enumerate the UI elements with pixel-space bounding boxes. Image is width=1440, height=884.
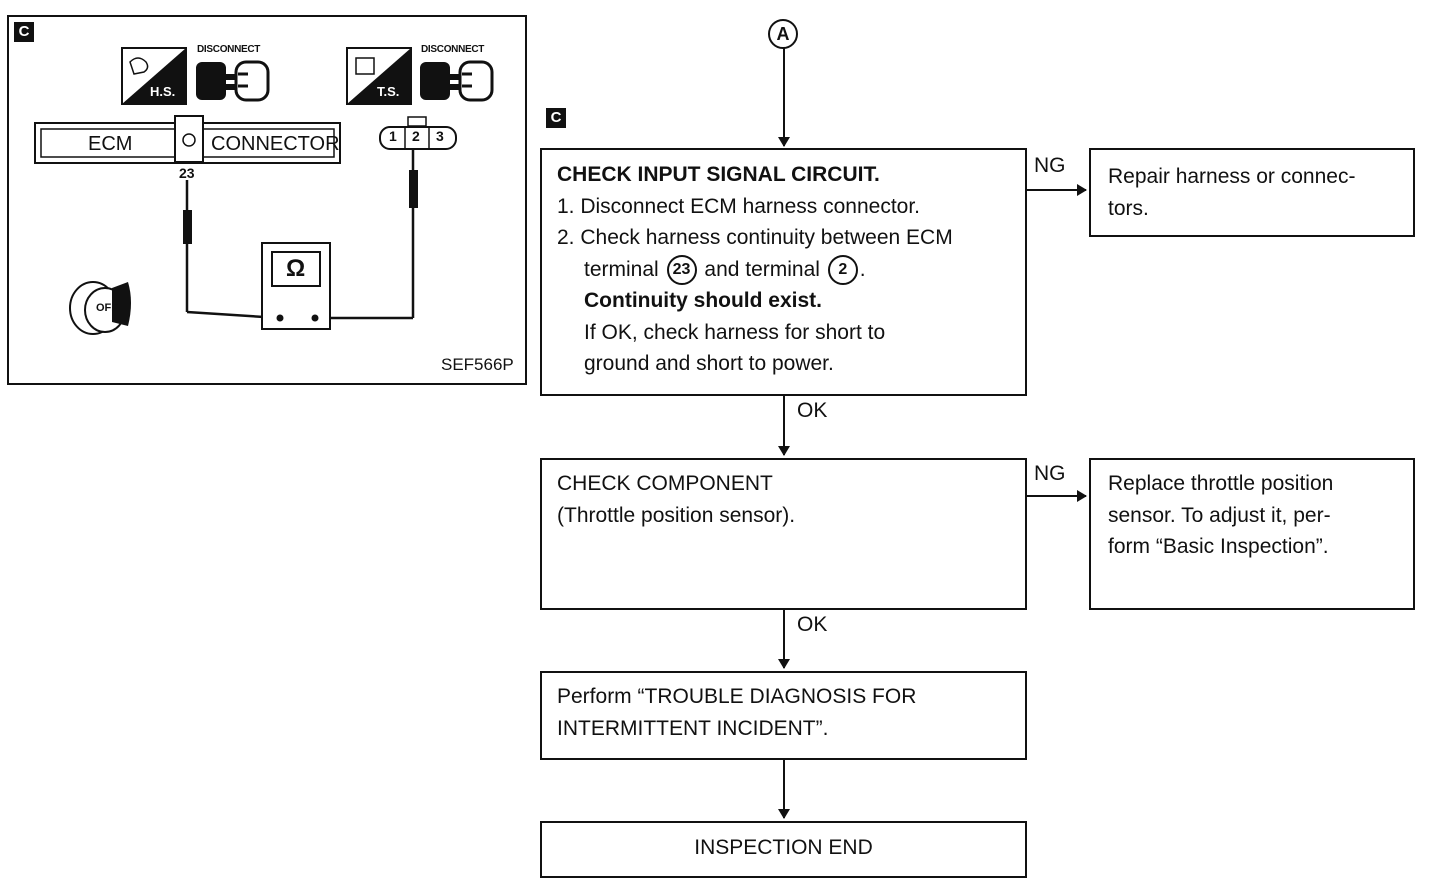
step1-line2: 2. Check harness continuity between ECM [557, 226, 953, 249]
ng2-label: NG [1034, 462, 1066, 485]
probe-tip [409, 170, 418, 208]
ng1-repair-box: Repair harness or connec- tors. [1089, 148, 1415, 237]
step1-line1: 1. Disconnect ECM harness connector. [557, 194, 921, 218]
terminal-23-marker: 23 [666, 254, 697, 285]
ignition-key-icon [69, 281, 131, 335]
tp-pin-2: 2 [412, 128, 420, 144]
tp-sensor-connector [379, 116, 457, 150]
step1-line3-c: . [859, 257, 866, 281]
ignition-off-label: OFF [96, 302, 118, 314]
wiring-figure-drawing [34, 47, 494, 335]
step1-line5: If OK, check harness for short to [584, 320, 886, 344]
ng1-line1: Repair harness or connec- [1108, 165, 1356, 188]
inspection-end-box: INSPECTION END [540, 821, 1027, 878]
ng1-label: NG [1034, 154, 1066, 177]
entry-marker: A [768, 19, 798, 49]
ng1-line2: tors. [1108, 196, 1149, 220]
ts-badge: T.S. [377, 84, 400, 99]
step1-title: CHECK INPUT SIGNAL CIRCUIT. [557, 163, 880, 186]
terminal-number: 23 [179, 165, 195, 181]
probe-tip [183, 210, 192, 244]
ecm-label: ECM [88, 133, 133, 155]
tp-pin-3: 3 [436, 128, 444, 144]
disconnect-connector-icon [420, 60, 494, 102]
step2-line2: (Throttle position sensor). [557, 503, 796, 527]
step2-line1: CHECK COMPONENT [557, 472, 773, 495]
step1-line3-b: and terminal [704, 257, 820, 281]
ng2-replace-box: Replace throttle position sensor. To adj… [1089, 458, 1415, 610]
ohm-symbol: Ω [286, 255, 306, 282]
step1-line4: Continuity should exist. [584, 289, 823, 312]
ok2-label: OK [797, 613, 828, 636]
step1-line6: ground and short to power. [584, 352, 834, 375]
terminal-2-marker: 2 [827, 254, 858, 285]
disconnect-label: DISCONNECT [197, 44, 261, 55]
step1-line3: terminal 23 and terminal 2. [557, 254, 1025, 286]
step-check-input-signal: CHECK INPUT SIGNAL CIRCUIT. 1. Disconnec… [540, 148, 1027, 396]
disconnect-connector-icon [196, 60, 270, 102]
figure-section-label: C [14, 22, 34, 42]
ok1-label: OK [797, 399, 828, 422]
ng2-line3: form “Basic Inspection”. [1108, 535, 1329, 558]
step-check-component: CHECK COMPONENT (Throttle position senso… [540, 458, 1027, 610]
disconnect-label: DISCONNECT [421, 44, 485, 55]
inspection-end-label: INSPECTION END [694, 836, 873, 859]
ecm-connector [34, 115, 341, 164]
figure-code: SEF566P [441, 355, 514, 374]
connector-label: CONNECTOR [211, 133, 340, 155]
ng2-line2: sensor. To adjust it, per- [1108, 503, 1331, 527]
ng2-line1: Replace throttle position [1108, 472, 1334, 495]
hs-badge: H.S. [150, 84, 176, 99]
flow-section-label: C [546, 108, 566, 128]
wiring-figure: C [7, 15, 527, 385]
entry-marker-label: A [776, 24, 790, 44]
hand-tool-icon [121, 47, 187, 105]
step-trouble-diagnosis: Perform “TROUBLE DIAGNOSIS FOR INTERMITT… [540, 671, 1027, 760]
step1-line3-a: terminal [584, 257, 659, 281]
step3-line2: INTERMITTENT INCIDENT”. [557, 716, 829, 740]
step3-line1: Perform “TROUBLE DIAGNOSIS FOR [557, 685, 917, 708]
tp-pin-1: 1 [389, 128, 397, 144]
ohmmeter [261, 242, 331, 330]
throttle-sensor-icon [346, 47, 412, 105]
